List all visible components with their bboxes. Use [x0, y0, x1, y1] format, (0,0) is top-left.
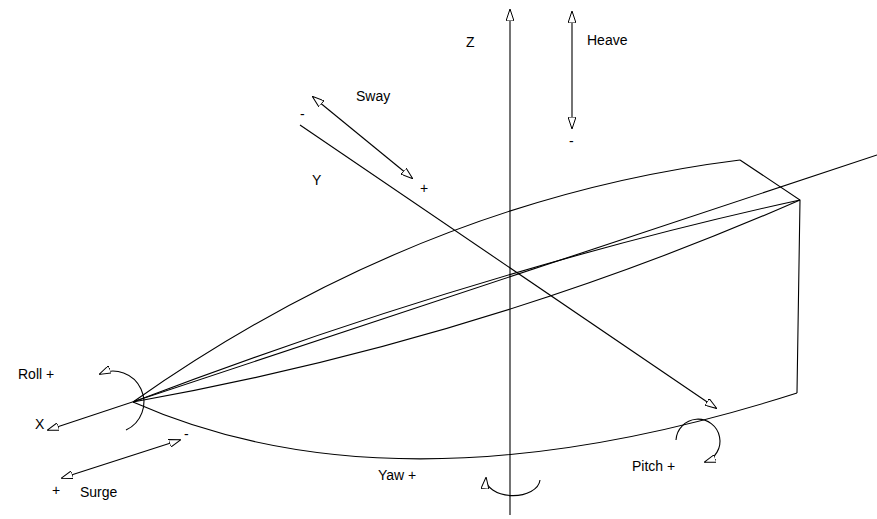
x-axis [48, 155, 877, 430]
motion-label: + [420, 180, 428, 196]
motion-label: Surge [80, 484, 117, 500]
hull-sheer-line [133, 160, 740, 402]
motion-label: X [35, 416, 44, 432]
surge-arrow [62, 440, 180, 478]
sway-arrow [313, 97, 412, 178]
y-axis [300, 125, 716, 408]
motion-label: Sway [356, 88, 390, 104]
motion-label: Roll + [18, 366, 54, 382]
motion-label: - [300, 106, 305, 122]
hull-chine-line [133, 200, 800, 402]
motion-label: Pitch + [632, 458, 675, 474]
pitch-arrow [676, 419, 720, 462]
hull-chine-line [133, 200, 800, 402]
motion-label: + [52, 482, 60, 498]
motion-label: Heave [587, 32, 627, 48]
motion-label: - [184, 426, 189, 442]
hull-transom [740, 160, 800, 393]
motion-label: - [569, 133, 574, 149]
motion-label: Yaw + [378, 467, 416, 483]
roll-arrow [100, 371, 144, 430]
motion-label: Z [466, 34, 475, 50]
heave-arrow [571, 12, 572, 128]
hull-keel-line [133, 393, 797, 459]
motion-label: Y [312, 172, 321, 188]
z-axis [509, 10, 510, 515]
yaw-arrow [486, 478, 540, 496]
